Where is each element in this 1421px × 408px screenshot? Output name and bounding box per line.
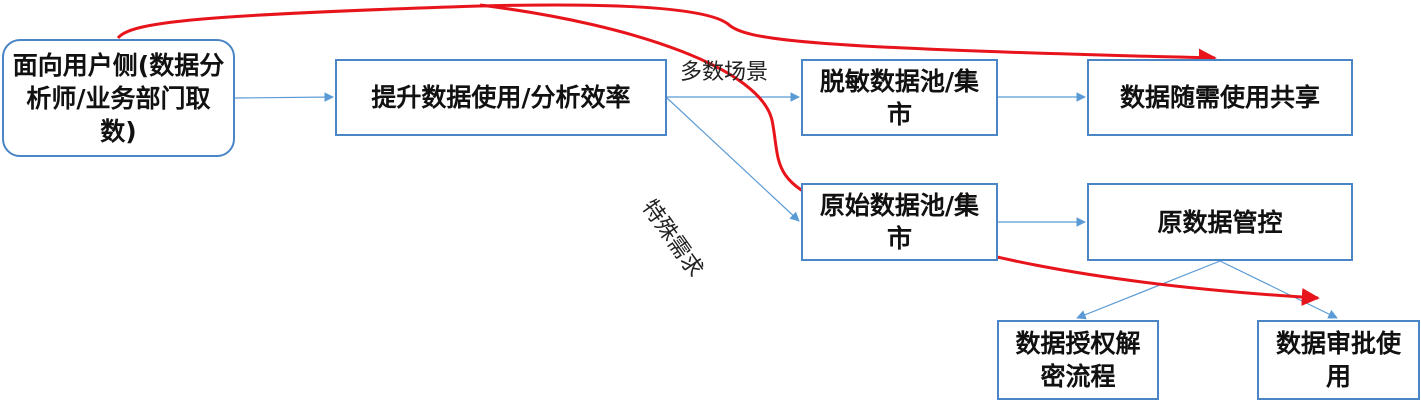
node-masked-data-pool-label: 脱敏数据池/集市 — [819, 66, 980, 129]
node-raw-data-control-label: 原数据管控 — [1157, 207, 1283, 237]
node-masked-data-pool: 脱敏数据池/集市 — [801, 59, 998, 136]
node-raw-data-pool: 原始数据池/集市 — [801, 183, 998, 261]
node-user-side-label: 面向用户侧(数据分析师/业务部门取数) — [12, 50, 225, 146]
node-raw-data-control: 原数据管控 — [1087, 183, 1353, 261]
connector-improve-to-raw — [666, 97, 800, 222]
edge-label-multi-scene: 多数场景 — [680, 60, 769, 85]
node-on-demand-share-label: 数据随需使用共享 — [1119, 83, 1320, 112]
node-approval-use: 数据审批使用 — [1257, 320, 1420, 400]
node-auth-decrypt-flow: 数据授权解密流程 — [997, 320, 1159, 400]
connector-control-to-approve — [1219, 260, 1338, 319]
highlight-path-to-share — [116, 3, 1217, 67]
node-auth-decrypt-flow-label: 数据授权解密流程 — [1015, 329, 1141, 391]
node-improve-efficiency: 提升数据使用/分析效率 — [335, 59, 667, 136]
highlight-path-to-approve — [479, 3, 1320, 307]
node-user-side: 面向用户侧(数据分析师/业务部门取数) — [2, 39, 235, 157]
connector-user-to-improve — [234, 92, 334, 102]
node-raw-data-pool-label: 原始数据池/集市 — [819, 191, 980, 253]
node-improve-efficiency-label: 提升数据使用/分析效率 — [371, 83, 631, 112]
connector-control-to-auth — [1076, 260, 1221, 320]
node-on-demand-share: 数据随需使用共享 — [1087, 59, 1353, 136]
node-approval-use-label: 数据审批使用 — [1275, 329, 1401, 391]
